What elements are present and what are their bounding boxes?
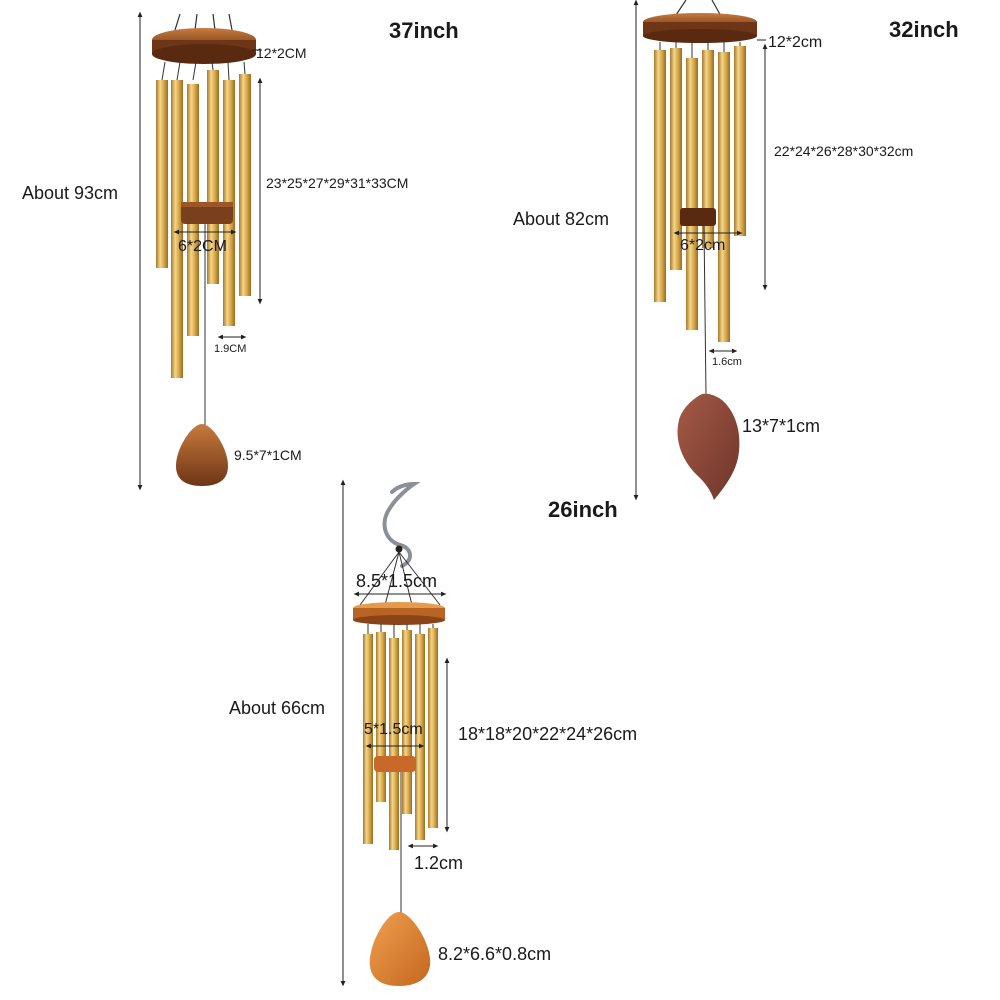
chime-tube <box>171 80 183 378</box>
overall-length-label: About 82cm <box>513 209 610 229</box>
chime-tube <box>415 634 425 840</box>
striker-size-label: 6*2CM <box>178 238 227 255</box>
leaf-sail <box>677 393 740 500</box>
chime-tube <box>156 80 168 268</box>
tube-lengths-label: 22*24*26*28*30*32cm <box>774 143 914 159</box>
tube-diameter-label: 1.9CM <box>214 343 247 355</box>
sail-size-label: 9.5*7*1CM <box>234 447 302 463</box>
center-cord <box>703 225 707 397</box>
tube-cords <box>161 61 246 81</box>
size-title: 26inch <box>548 497 618 522</box>
tube-lengths-label: 18*18*20*22*24*26cm <box>458 724 638 744</box>
size-title: 37inch <box>389 18 459 43</box>
sail-size-label: 8.2*6.6*0.8cm <box>438 944 552 964</box>
striker-disc <box>374 756 416 772</box>
s-hook-icon <box>382 481 421 547</box>
dimensions-32inch <box>633 0 768 501</box>
hanging-cords <box>174 13 233 31</box>
chime-tube <box>428 628 438 828</box>
striker-size-label: 5*1.5cm <box>364 721 423 738</box>
chime-tube <box>670 48 682 270</box>
chime-tube <box>402 630 412 814</box>
chime-32inch <box>643 0 757 500</box>
size-title: 32inch <box>889 17 959 42</box>
tube-cords <box>659 42 741 58</box>
chime-tube <box>718 52 730 342</box>
top-disc-size-label: 12*2CM <box>256 45 307 61</box>
chime-tube <box>389 638 399 850</box>
tube-diameter-label: 1.2cm <box>414 853 464 873</box>
overall-length-label: About 93cm <box>22 183 119 203</box>
overall-length-label: About 66cm <box>229 698 326 718</box>
chime-tube <box>376 632 386 802</box>
dimensions-37inch <box>137 11 263 491</box>
tube-lengths-label: 23*25*27*29*31*33CM <box>266 175 409 191</box>
dimensions-26inch <box>340 479 450 987</box>
tube-diameter-label: 1.6cm <box>712 356 742 368</box>
striker-disc <box>181 202 233 224</box>
tube-cords <box>367 624 434 638</box>
chime-tube <box>686 58 698 330</box>
chime-tube <box>363 634 373 844</box>
top-disc-size-label: 8.5*1.5cm <box>356 571 438 591</box>
wooden-sail <box>176 424 228 486</box>
chime-tube <box>702 50 714 248</box>
chime-tubes <box>654 46 746 342</box>
chime-37inch <box>152 13 256 486</box>
sail-size-label: 13*7*1cm <box>742 416 821 436</box>
wooden-sail <box>369 912 431 986</box>
top-disc-size-label: 12*2cm <box>768 34 823 51</box>
hanging-bead <box>395 545 403 553</box>
striker-disc <box>680 208 716 226</box>
striker-size-label: 6*2cm <box>680 237 726 254</box>
chime-tube <box>734 46 746 236</box>
chime-tube <box>654 50 666 302</box>
chime-tube <box>239 74 251 296</box>
